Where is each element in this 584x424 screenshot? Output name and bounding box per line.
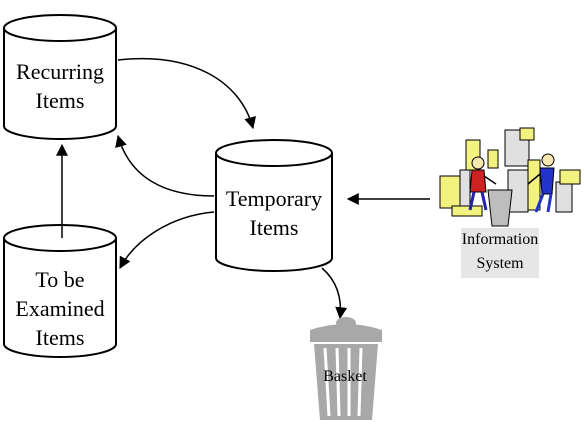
- examined-items-line3: Items: [35, 325, 85, 350]
- temporary-items-line2: Items: [249, 215, 299, 240]
- examined-items-cylinder: [3, 224, 117, 358]
- recurring-items-label: Recurring Items: [2, 57, 118, 115]
- temporary-items-label: Temporary Items: [210, 184, 338, 242]
- arrow-temporary-to-recurring: [115, 134, 215, 197]
- information-system-label: Information System: [461, 228, 539, 278]
- basket-label: Basket: [323, 368, 367, 385]
- recurring-items-line1: Recurring: [16, 59, 104, 84]
- examined-items-line2: Examined: [15, 296, 105, 321]
- recurring-items-line2: Items: [35, 88, 85, 113]
- temporary-items-cylinder: [215, 139, 333, 272]
- information-system-line2: System: [476, 255, 524, 272]
- information-system-line1: Information: [461, 231, 539, 248]
- trash-can-icon: [310, 317, 382, 420]
- temporary-items-line1: Temporary: [225, 186, 323, 211]
- arrow-temporary-to-examined: [119, 211, 215, 270]
- arrow-recurring-to-temporary: [117, 57, 256, 130]
- examined-items-line1: To be: [35, 267, 85, 292]
- examined-items-label: To be Examined Items: [2, 265, 118, 352]
- arrow-temporary-to-basket: [321, 267, 348, 320]
- people-at-computers-clipart: [439, 127, 581, 227]
- recurring-items-cylinder: [3, 14, 117, 140]
